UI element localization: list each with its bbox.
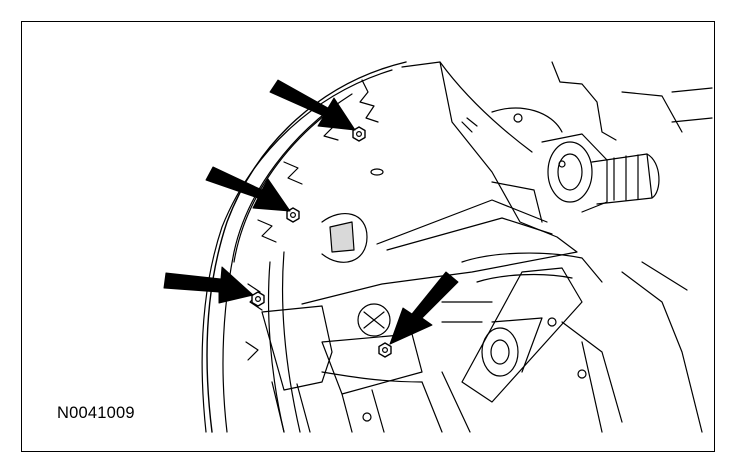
suspension-components <box>491 61 713 223</box>
fastener-arrow-upper <box>269 79 356 131</box>
splash-shield-panel <box>301 61 578 305</box>
fastener-arrow-inner <box>389 271 459 345</box>
lower-bracket <box>261 303 423 433</box>
callout-arrows <box>163 79 459 345</box>
strut-assembly <box>421 252 703 433</box>
nut-upper <box>352 126 366 142</box>
figure-frame: N0041009 <box>21 21 715 452</box>
fastener-arrow-middle <box>205 166 291 212</box>
figure-code: N0041009 <box>57 404 135 422</box>
nut-inner <box>378 342 392 358</box>
fastener-arrow-lower <box>163 266 254 304</box>
nut-lower <box>251 291 265 307</box>
fasteners <box>251 126 392 358</box>
fender-splash-shield-diagram <box>163 61 713 433</box>
wheel-well-outline <box>201 61 407 433</box>
